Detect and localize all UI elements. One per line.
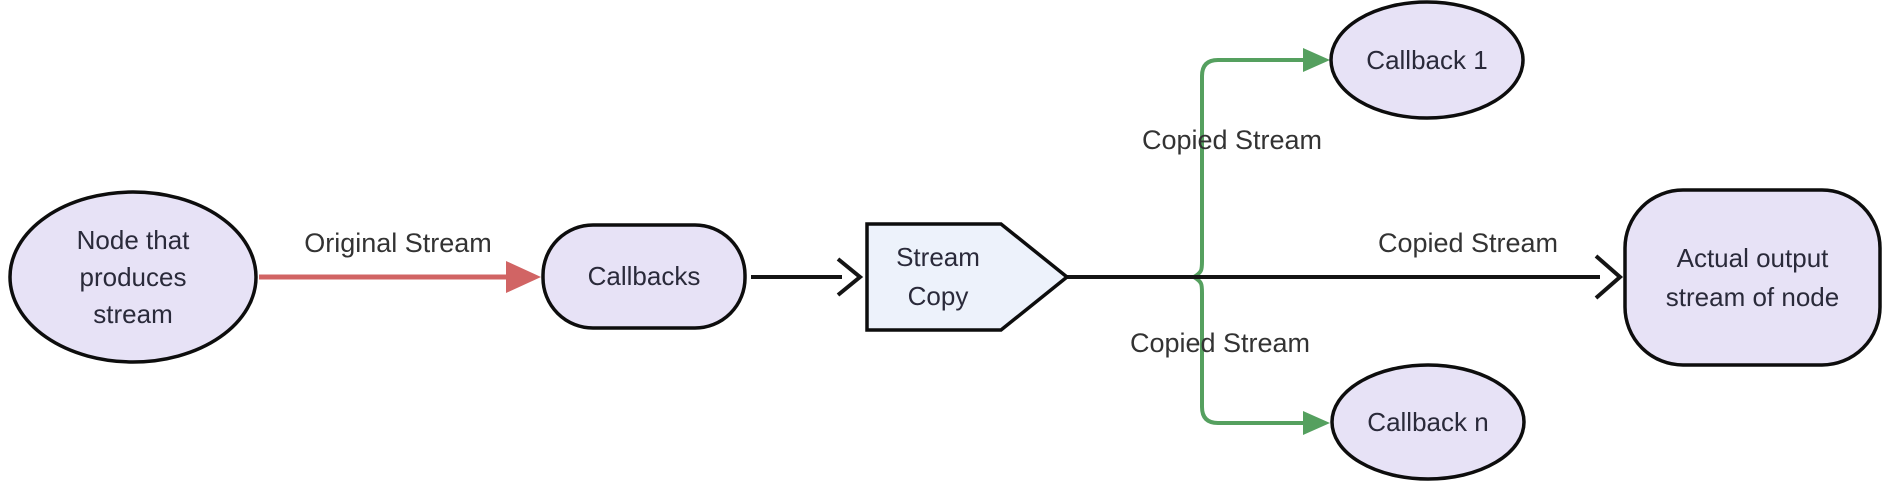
callback-n-node-shape	[1330, 363, 1526, 481]
copied-stream-edge-down	[1192, 275, 1304, 425]
arrowhead-red	[506, 261, 541, 293]
arrowhead-green-up	[1303, 48, 1330, 72]
stream-copy-node-shape	[865, 222, 1070, 332]
output-node-shape	[1623, 188, 1882, 367]
producer-node-shape	[8, 190, 258, 364]
arrowhead-black-output	[1594, 254, 1624, 300]
callbacks-node-shape	[541, 223, 747, 330]
copied-stream-edge-up	[1192, 58, 1304, 279]
arrowhead-black-copy	[836, 257, 864, 297]
callback-1-node-shape	[1329, 0, 1525, 120]
arrowhead-green-down	[1303, 411, 1330, 435]
